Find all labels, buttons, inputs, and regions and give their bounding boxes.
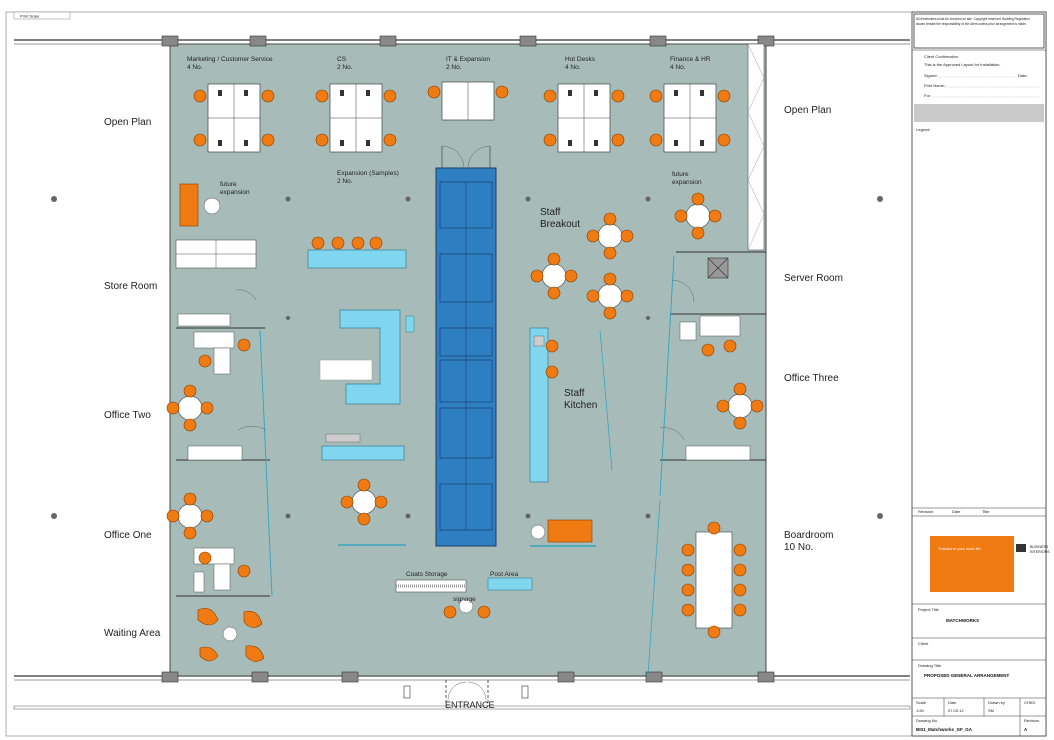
drawn-label: Drawn by — [988, 700, 1005, 705]
drawn-value: SM — [988, 708, 994, 713]
zone-cs-count: 2 No. — [337, 64, 353, 71]
zone-hot-desks-count: 4 No. — [565, 64, 581, 71]
brand-name-2: INTERIORS — [1030, 550, 1050, 554]
date-field-label: Date — [948, 700, 957, 705]
zone-signage: signage — [453, 596, 476, 603]
print-scale-tag: Print Scale — [20, 14, 40, 19]
zone-future-left: future — [220, 181, 237, 188]
zone-future-right: future — [672, 171, 689, 178]
brand-name-1: BUSINESS — [1030, 545, 1049, 549]
label-staff-breakout: Staff — [540, 207, 561, 218]
label-server-room: Server Room — [784, 273, 843, 284]
zone-expansion-samples-count: 2 No. — [337, 178, 353, 185]
label-staff-breakout-2: Breakout — [540, 219, 580, 230]
zone-finance-count: 4 No. — [670, 64, 686, 71]
zone-post-area: Post Area — [490, 571, 519, 578]
for-label: For: — [924, 93, 931, 98]
client-confirmation: Client Confirmation — [924, 54, 958, 59]
label-boardroom-capacity: 10 No. — [784, 542, 813, 553]
zone-marketing-count: 4 No. — [187, 64, 203, 71]
checked-label: CHKD — [1024, 700, 1035, 705]
label-waiting-area: Waiting Area — [104, 628, 161, 639]
zone-future-left-2: expansion — [220, 189, 250, 196]
label-entrance: ENTRANCE — [445, 700, 495, 710]
project-title-label: Project Title — [918, 607, 940, 612]
label-office-three: Office Three — [784, 373, 839, 384]
label-open-plan-right: Open Plan — [784, 105, 831, 116]
legend-label: Legend: — [916, 127, 930, 132]
brand-tagline: Transform your work life — [938, 546, 982, 551]
scale-label: Scale — [916, 700, 927, 705]
drawing-title-label: Drawing Title — [918, 663, 942, 668]
label-staff-kitchen: Staff — [564, 388, 585, 399]
disclaimer-line-2: issues remain the responsibility of the … — [916, 22, 1027, 26]
date-value: 07.03.12 — [948, 708, 964, 713]
drawing-no: BI01_Matchworks_GF_GA — [916, 727, 973, 732]
zone-cs: CS — [337, 56, 347, 63]
print-name-label: Print Name: — [924, 83, 945, 88]
title-block: All dimensions must be checked on site. … — [911, 11, 1050, 737]
label-boardroom: Boardroom — [784, 530, 833, 541]
label-office-two: Office Two — [104, 410, 151, 421]
label-store-room: Store Room — [104, 281, 157, 292]
signed-label: Signed: — [924, 73, 938, 78]
drawing-no-label: Drawing No. — [916, 718, 938, 723]
title-col: Title — [982, 509, 990, 514]
brand-panel — [930, 536, 1014, 592]
brand-logo-icon — [1016, 544, 1026, 552]
zone-it-count: 2 No. — [446, 64, 462, 71]
zone-hot-desks: Hot Desks — [565, 56, 596, 63]
date-label: Date: — [1018, 73, 1028, 78]
label-staff-kitchen-2: Kitchen — [564, 400, 597, 411]
scale-value: 1:50 — [916, 708, 925, 713]
client-label: Client — [918, 641, 929, 646]
rev-label: Revision — [1024, 718, 1039, 723]
drawing-title: PROPOSED GENERAL ARRANGEMENT — [924, 673, 1010, 678]
rev-value: A — [1024, 727, 1028, 732]
label-open-plan-left: Open Plan — [104, 117, 151, 128]
revision-col: Revision — [918, 509, 933, 514]
zone-future-right-2: expansion — [672, 179, 702, 186]
approval-text: This is the Approved Layout for Installa… — [924, 62, 1001, 67]
date-col: Date — [952, 509, 961, 514]
zone-expansion-samples: Expansion (Samples) — [337, 170, 399, 177]
zone-finance: Finance & HR — [670, 56, 711, 63]
zone-it: IT & Expansion — [446, 56, 490, 63]
label-office-one: Office One — [104, 530, 152, 541]
zone-marketing: Marketing / Customer Service — [187, 56, 273, 63]
zone-coats-storage: Coats Storage — [406, 571, 448, 578]
disclaimer-line-1: All dimensions must be checked on site. … — [916, 17, 1030, 21]
project-title: MATCHWORKS — [946, 618, 979, 623]
